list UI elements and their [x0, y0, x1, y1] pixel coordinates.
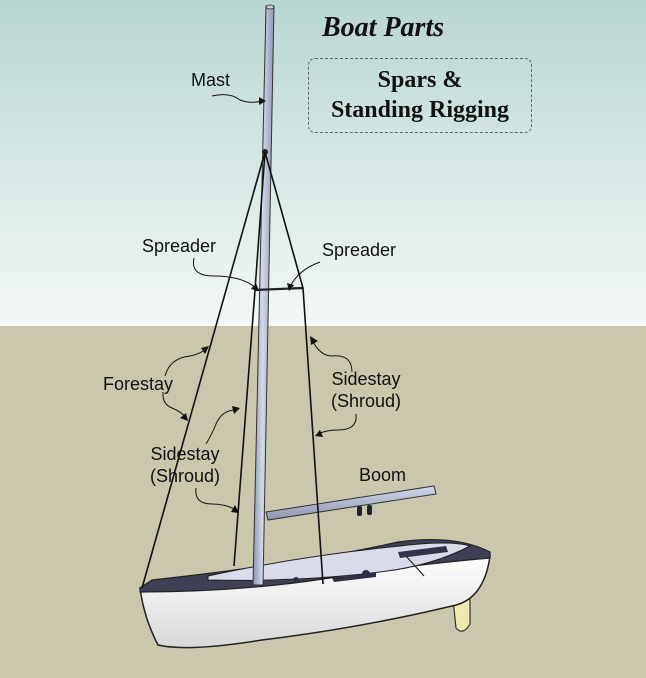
sidestay-right-leader-arrowhead-up	[310, 336, 318, 345]
hull	[139, 555, 491, 649]
spreader-left-leader-arrowhead	[251, 283, 259, 291]
spreader	[254, 286, 304, 292]
sidestay-label-right: Sidestay (Shroud)	[320, 368, 412, 412]
spreader-right-leader-arrowhead	[287, 283, 294, 291]
mast-label: Mast	[191, 70, 231, 90]
forestay-leader-arrow-down	[162, 391, 187, 419]
forestay-leader-arrowhead-up	[201, 346, 209, 354]
sidestay-right-leader-arrow-down	[317, 413, 357, 435]
sky-background	[0, 0, 646, 326]
diagram-title: Boat Parts	[322, 12, 445, 43]
spreader-right-leader-arrow	[289, 261, 321, 288]
spreader-label-left: Spreader	[142, 236, 217, 256]
sidestay-left-leader-arrowhead-up	[232, 406, 240, 414]
sidestay-label-left: Sidestay (Shroud)	[139, 443, 231, 487]
forestay-label: Forestay	[103, 374, 174, 394]
mast-leader-arrow	[211, 94, 263, 103]
boom	[265, 485, 437, 521]
forestay-leader-arrow-up	[164, 348, 207, 377]
sidestay-left-leader-arrowhead-down	[231, 505, 239, 513]
cockpit-fitting	[362, 570, 370, 578]
boom-block	[367, 505, 372, 515]
subtitle-line-1: Spars &	[377, 67, 463, 93]
sidestay-right-line-2: (Shroud)	[330, 391, 402, 411]
mast-top	[265, 4, 275, 10]
cockpit-seat	[398, 546, 448, 558]
sidestay-right-leader-arrowhead-down	[315, 430, 323, 437]
spreader-left-leader-arrow	[192, 257, 257, 289]
sidestay-left-line-2: (Shroud)	[149, 466, 221, 486]
subtitle-line-2: Standing Rigging	[330, 97, 510, 123]
sidestay-right	[264, 151, 324, 585]
sidestay-left-line-1: Sidestay	[150, 444, 220, 464]
forestay-leader-arrowhead-down	[180, 413, 188, 421]
tiller	[405, 555, 425, 577]
spreader-label-right: Spreader	[322, 240, 397, 260]
sidestay-right-leader-arrow-up	[311, 339, 353, 373]
forestay	[141, 151, 266, 589]
mast-leader-arrowhead	[259, 97, 266, 105]
boom-block	[357, 506, 362, 516]
boom-label: Boom	[359, 465, 407, 485]
sidestay-left-leader-arrow-down	[195, 487, 237, 511]
subtitle-box: Spars & Standing Rigging	[308, 58, 532, 133]
sidestay-right-line-1: Sidestay	[331, 369, 401, 389]
sidestay-left-leader-arrow-up	[205, 409, 237, 445]
cockpit-fitting	[293, 577, 299, 583]
